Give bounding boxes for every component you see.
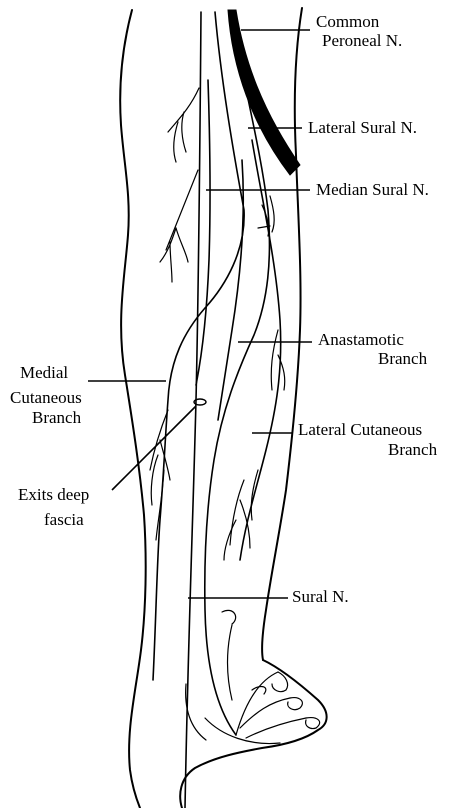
- lateral-cutaneous-twigs: [224, 196, 285, 560]
- foot-branches: [228, 625, 320, 738]
- leg-right-contour: [262, 8, 302, 660]
- anastamotic-branch: [218, 160, 243, 420]
- twig: [166, 170, 198, 250]
- medial-malleolus: [186, 684, 206, 740]
- label-common-peroneal-line2: Peroneal N.: [322, 31, 402, 50]
- foot-branch: [306, 718, 320, 729]
- twig: [182, 112, 186, 152]
- twig: [174, 122, 178, 162]
- median-sural-nerve: [153, 12, 244, 680]
- twig: [168, 88, 199, 132]
- twig: [271, 330, 278, 390]
- label-lateral-cutaneous-line1: Lateral Cutaneous: [298, 420, 422, 439]
- heel-fold: [222, 610, 236, 624]
- foot-branch: [288, 698, 303, 710]
- label-medial-cutaneous-line2: Cutaneous: [10, 388, 82, 407]
- lateral-sural-nerve: [205, 60, 270, 735]
- label-anastamotic-line2: Branch: [378, 349, 428, 368]
- twig: [170, 242, 172, 282]
- label-lateral-sural: Lateral Sural N.: [308, 118, 417, 137]
- medial-cutaneous-twigs: [150, 88, 199, 540]
- label-exits-deep-line2: fascia: [44, 510, 84, 529]
- twig: [240, 500, 250, 548]
- label-lateral-cutaneous-line2: Branch: [388, 440, 438, 459]
- foot-branch: [272, 672, 288, 692]
- label-anastamotic-line1: Anastamotic: [318, 330, 404, 349]
- foot-branch: [228, 625, 233, 700]
- label-medial-cutaneous-line1: Medial: [20, 363, 68, 382]
- label-median-sural: Median Sural N.: [316, 180, 429, 199]
- label-sural: Sural N.: [292, 587, 349, 606]
- leader-exits-deep: [112, 406, 196, 490]
- leg-left-contour: [120, 10, 145, 808]
- twig: [176, 228, 188, 262]
- twig: [151, 455, 158, 505]
- label-exits-deep-line1: Exits deep: [18, 485, 89, 504]
- labels: Common Peroneal N. Lateral Sural N. Medi…: [10, 12, 438, 606]
- ankle-crease: [205, 718, 280, 744]
- lateral-cutaneous-trunk: [240, 140, 281, 560]
- twig: [270, 196, 274, 232]
- label-medial-cutaneous-line3: Branch: [32, 408, 82, 427]
- twig: [230, 480, 244, 545]
- label-common-peroneal-line1: Common: [316, 12, 380, 31]
- foot-branch: [246, 718, 306, 738]
- common-peroneal-nerve: [228, 10, 300, 175]
